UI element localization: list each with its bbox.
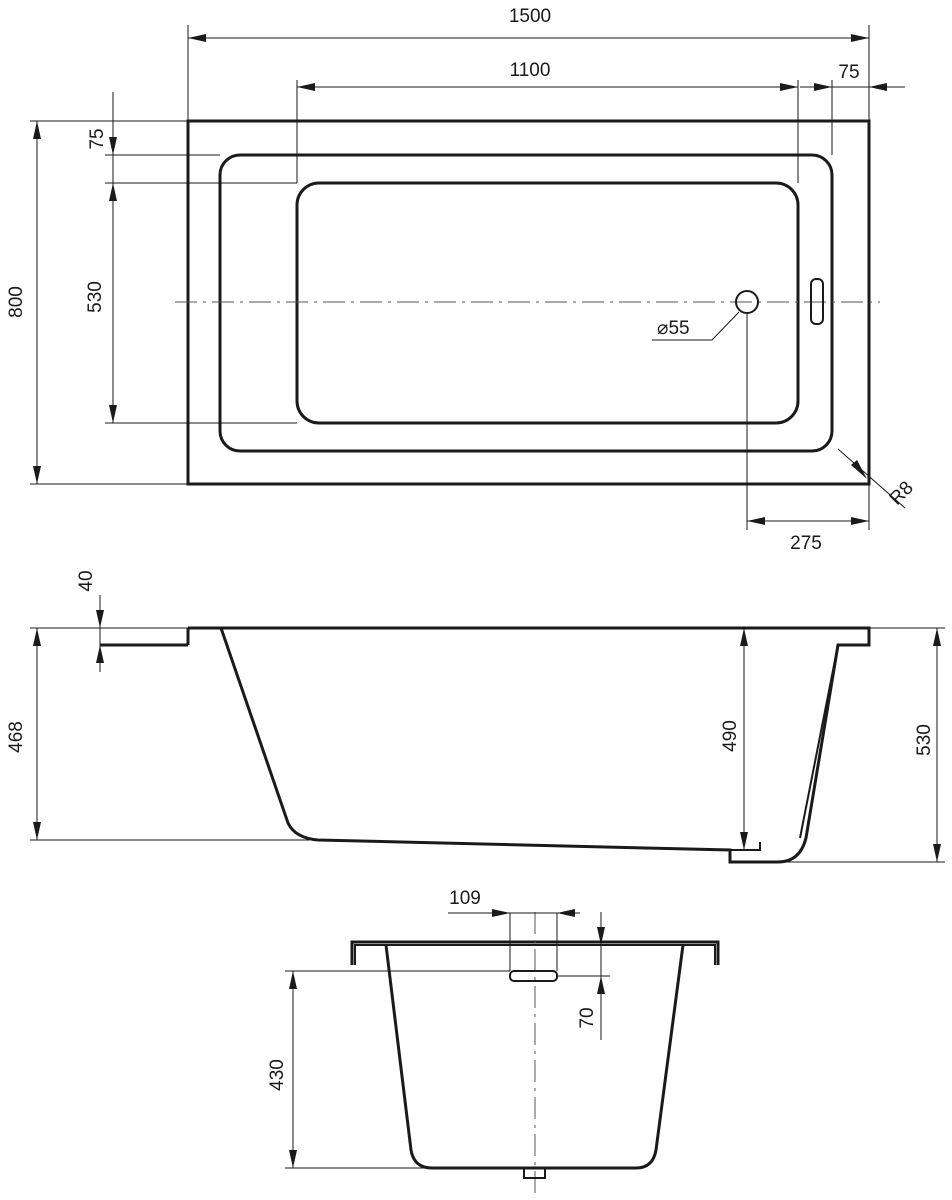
dim-height-front: 468: [6, 721, 27, 753]
dim-corner-radius: R8: [886, 478, 918, 510]
top-view-ledge: [218, 153, 834, 453]
overflow-slot: [810, 278, 824, 325]
dim-arrow: [557, 909, 575, 917]
dim-arrow: [297, 83, 315, 91]
dim-arrow: [597, 927, 605, 945]
dim-end-depth: 430: [267, 1059, 288, 1091]
dim-arrow: [289, 971, 297, 989]
dim-arrow: [851, 34, 869, 42]
top-view: 1500 1100 75 800 75 530 ⌀55 R8: [6, 6, 918, 554]
end-view-overflow: [509, 970, 558, 982]
dim-arrow: [33, 822, 41, 840]
dim-arrow: [780, 83, 798, 91]
dim-rim-top: 75: [87, 128, 108, 149]
dim-rim-thickness: 40: [76, 570, 97, 591]
dim-arrow: [851, 517, 869, 525]
dim-arrow: [814, 83, 832, 91]
dim-height-total: 530: [914, 724, 935, 756]
side-view: 40 468 490 530: [6, 570, 945, 864]
side-view-drain: [730, 842, 761, 851]
dim-depth-inner: 490: [720, 720, 741, 752]
dim-arrow: [933, 628, 941, 646]
dim-arrow: [109, 137, 117, 155]
dim-drain-depth: 70: [577, 1007, 598, 1028]
dim-arrow: [188, 34, 206, 42]
dim-arrow: [740, 628, 748, 646]
dim-arrow: [33, 121, 41, 139]
dim-arrow: [933, 844, 941, 862]
drain-leader: [652, 311, 740, 341]
dim-overall-width: 800: [6, 286, 27, 318]
dim-inner-width: 530: [85, 281, 106, 313]
top-view-basin: [295, 181, 800, 425]
dim-arrow: [289, 1150, 297, 1168]
dim-arrow: [33, 466, 41, 484]
side-view-profile: [188, 626, 871, 864]
dim-arrow: [851, 460, 867, 479]
dim-rim-right: 75: [838, 62, 859, 83]
end-view-drain: [523, 1167, 546, 1179]
dim-arrow: [96, 645, 104, 663]
dim-overall-length: 1500: [509, 6, 551, 27]
dim-arrow: [740, 832, 748, 850]
end-view: 109 70 430: [267, 888, 720, 1195]
dim-arrow: [109, 405, 117, 423]
dim-inner-length: 1100: [510, 60, 551, 81]
end-view-rim-inner: [354, 944, 716, 965]
dim-arrow: [869, 83, 887, 91]
radius-leader: [837, 448, 906, 509]
dim-arrow: [492, 909, 510, 917]
dim-arrow: [33, 628, 41, 646]
dim-drain-offset: 275: [790, 533, 822, 554]
side-view-inner-wall: [799, 644, 839, 839]
dim-drain-width: 109: [449, 888, 481, 909]
dim-arrow: [747, 517, 765, 525]
dim-arrow: [597, 976, 605, 994]
dim-arrow: [96, 610, 104, 628]
dim-drain-diameter: ⌀55: [657, 318, 690, 339]
